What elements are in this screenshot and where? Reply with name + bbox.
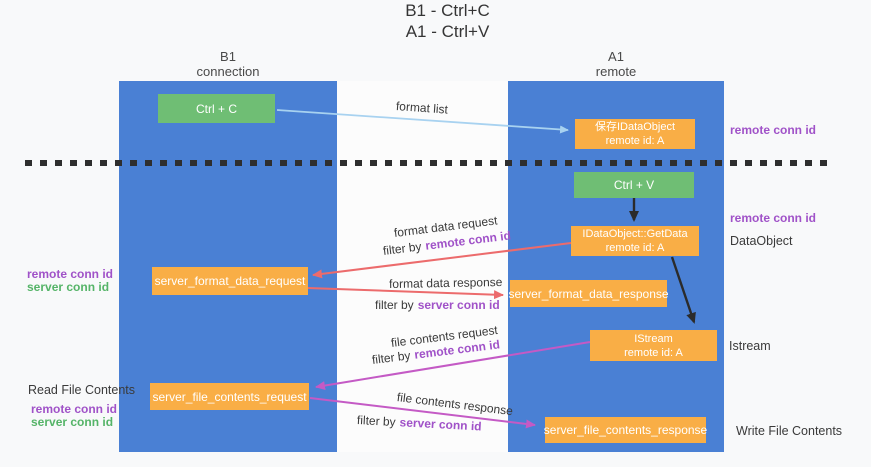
format-data-request-arrow — [312, 242, 572, 279]
node-file-request-label: server_file_contents_request — [152, 389, 307, 404]
filter-by-text: filter by — [356, 413, 397, 430]
annotation-dataobject: DataObject — [730, 234, 793, 248]
node-ctrl-v: Ctrl + V — [574, 172, 694, 198]
annotation-left-server-conn-id-1: server conn id — [27, 280, 110, 294]
annotation-left-server-conn-id-2: server conn id — [31, 415, 114, 429]
filter-by-text: filter by — [375, 298, 414, 312]
node-ctrl-c-label: Ctrl + C — [195, 101, 237, 116]
file-contents-request-arrow — [315, 341, 591, 390]
node-istream-line1: IStream — [634, 332, 673, 345]
title-line-2: A1 - Ctrl+V — [405, 22, 490, 41]
format-list-arrow — [276, 109, 569, 134]
file-contents-response-arrow — [309, 397, 536, 429]
node-getdata-line1: IDataObject::GetData — [582, 228, 688, 240]
lifeline-b1-subtitle: connection — [196, 64, 260, 79]
node-format-request-label: server_format_data_request — [154, 274, 306, 288]
node-file-response-label: server_file_contents_response — [543, 423, 708, 437]
node-save-idataobject-line1: 保存IDataObject — [594, 121, 676, 133]
getdata-to-istream-arrow — [670, 256, 696, 324]
node-format-response-label: server_format_data_response — [508, 286, 669, 301]
node-idataobject-getdata: IDataObject::GetData remote id: A — [571, 226, 699, 256]
annotation-remote-conn-id-mid: remote conn id — [730, 211, 817, 225]
node-server-file-contents-response: server_file_contents_response — [543, 417, 708, 443]
lifeline-header-a1: A1 remote — [508, 49, 724, 79]
column-gap — [337, 81, 508, 452]
annotation-read-file-contents: Read File Contents — [28, 383, 136, 397]
node-ctrl-v-label: Ctrl + V — [613, 178, 655, 192]
diagram-title: B1 - Ctrl+C A1 - Ctrl+V — [12, 0, 871, 42]
node-getdata-line2: remote id: A — [605, 242, 665, 254]
node-istream-line2: remote id: A — [624, 346, 683, 359]
lifeline-b1-name: B1 — [220, 49, 236, 64]
annotation-left-remote-conn-id-1: remote conn id — [27, 267, 114, 281]
annotation-write-file-contents: Write File Contents — [736, 424, 843, 438]
node-server-format-data-request: server_format_data_request — [152, 267, 308, 295]
node-server-file-contents-request: server_file_contents_request — [150, 383, 309, 410]
label-format-data-response: format data response — [388, 275, 503, 291]
node-server-format-data-response: server_format_data_response — [508, 280, 669, 307]
lifeline-a1-name: A1 — [608, 49, 624, 64]
server-conn-id-text: server conn id — [417, 298, 500, 312]
annotation-remote-conn-id-top: remote conn id — [730, 123, 817, 137]
annotation-left-remote-conn-id-2: remote conn id — [31, 402, 118, 416]
format-data-response-arrow — [307, 287, 504, 300]
annotation-istream: Istream — [729, 339, 771, 353]
node-ctrl-c: Ctrl + C — [158, 94, 275, 123]
lifeline-header-b1: B1 connection — [119, 49, 337, 79]
node-istream: IStream remote id: A — [590, 330, 717, 361]
node-save-idataobject-line2: remote id: A — [605, 135, 665, 147]
title-line-1: B1 - Ctrl+C — [405, 1, 490, 20]
node-save-idataobject: 保存IDataObject remote id: A — [575, 119, 695, 149]
lifeline-a1-subtitle: remote — [595, 64, 637, 79]
